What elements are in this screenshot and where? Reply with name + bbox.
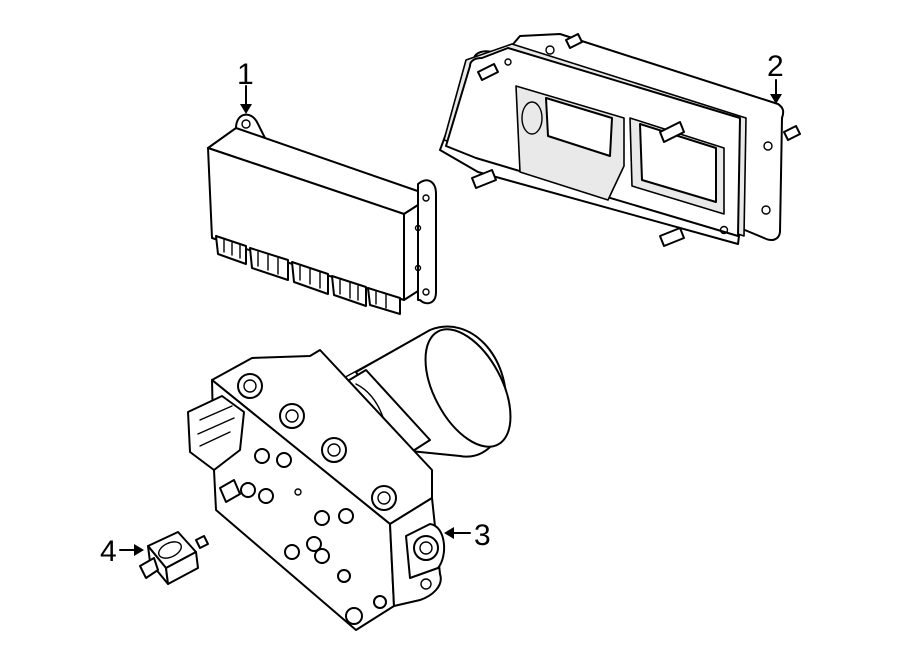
part-4-sensor[interactable] (139, 531, 209, 585)
callout-3-arrow (444, 527, 471, 539)
callout-2-label: 2 (767, 50, 784, 83)
part-1-control-module[interactable] (207, 113, 437, 315)
callout-1-label: 1 (237, 58, 254, 91)
callout-1-arrow (240, 85, 252, 114)
callout-4-arrow (119, 544, 144, 556)
part-2-mounting-bracket[interactable] (439, 33, 801, 247)
callout-4-label: 4 (100, 535, 117, 568)
callout-2-arrow (770, 79, 782, 104)
part-3-hydraulic-unit[interactable] (187, 316, 528, 631)
callout-3-label: 3 (474, 519, 491, 552)
